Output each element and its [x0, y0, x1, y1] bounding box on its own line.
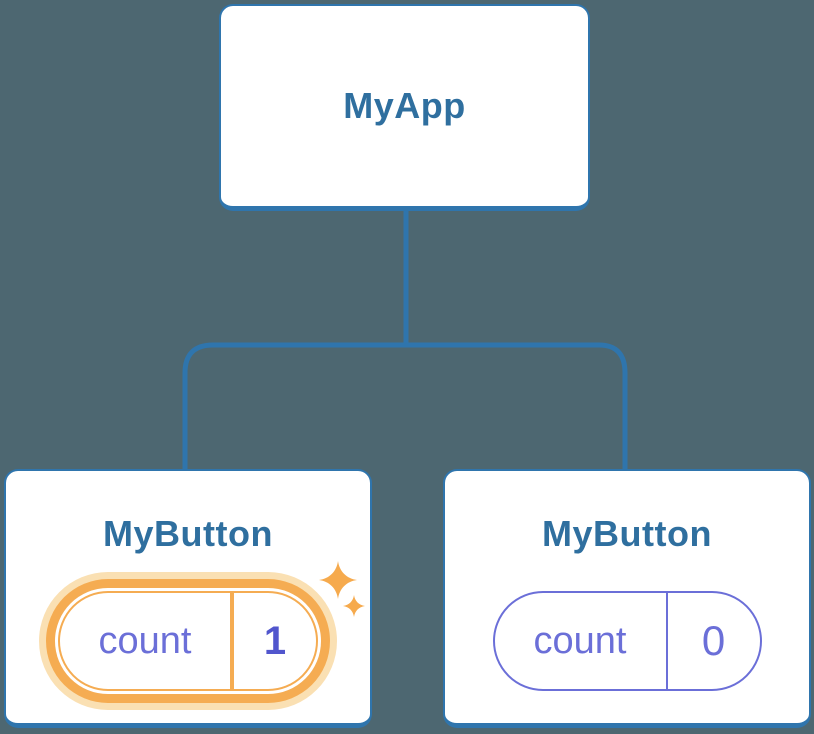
connector-bracket [182, 342, 628, 469]
child-node-title: MyButton [103, 513, 273, 554]
root-node-title: MyApp [343, 85, 466, 126]
state-label: count [533, 619, 627, 662]
state-pill-idle: count 0 [492, 591, 762, 691]
state-value: 0 [701, 617, 726, 664]
child-node-title: MyButton [542, 513, 712, 554]
state-pill-active: count 1 [58, 591, 318, 691]
pill-divider [665, 593, 668, 689]
state-value: 1 [263, 618, 287, 663]
child-node-card-active: MyButton count 1 [4, 469, 372, 728]
state-label: count [98, 619, 192, 662]
root-node-card: MyApp [219, 4, 590, 211]
child-node-card-idle: MyButton count 0 [443, 469, 811, 728]
pill-divider [230, 593, 234, 689]
